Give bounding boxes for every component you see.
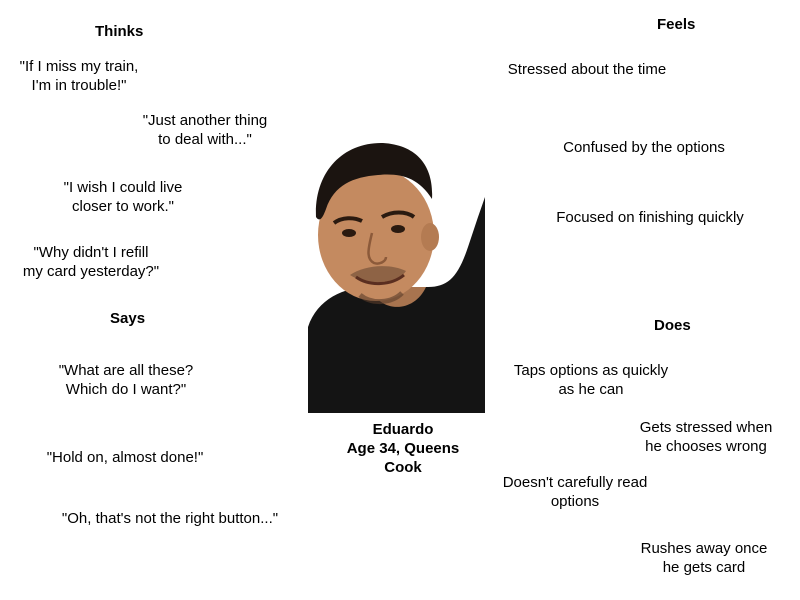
thinks-heading: Thinks [95, 23, 144, 40]
feels-note: Stressed about the time [507, 61, 667, 78]
persona-caption: Eduardo Age 34, Queens Cook [330, 420, 476, 477]
says-note: "What are all these? Which do I want?" [58, 362, 194, 398]
does-note: Gets stressed when he chooses wrong [639, 419, 773, 455]
feels-note: Confused by the options [563, 139, 725, 156]
thinks-note: "If I miss my train, I'm in trouble!" [19, 58, 139, 94]
thinks-note: "I wish I could live closer to work." [63, 179, 183, 215]
says-note: "Hold on, almost done!" [46, 449, 204, 466]
persona-photo [308, 137, 485, 413]
says-heading: Says [110, 310, 146, 327]
persona-name: Eduardo [372, 421, 434, 438]
does-note: Doesn't carefully read options [502, 474, 648, 510]
persona-role: Cook [384, 459, 422, 476]
feels-heading: Feels [657, 16, 696, 33]
person-photo-icon [308, 142, 485, 413]
does-note: Taps options as quickly as he can [513, 362, 669, 398]
thinks-note: "Why didn't I refill my card yesterday?" [22, 244, 160, 280]
persona-details: Age 34, Queens [346, 440, 460, 457]
feels-note: Focused on finishing quickly [556, 209, 744, 226]
does-note: Rushes away once he gets card [640, 540, 768, 576]
says-note: "Oh, that's not the right button..." [61, 510, 279, 527]
thinks-note: "Just another thing to deal with..." [142, 112, 268, 148]
does-heading: Does [654, 317, 691, 334]
